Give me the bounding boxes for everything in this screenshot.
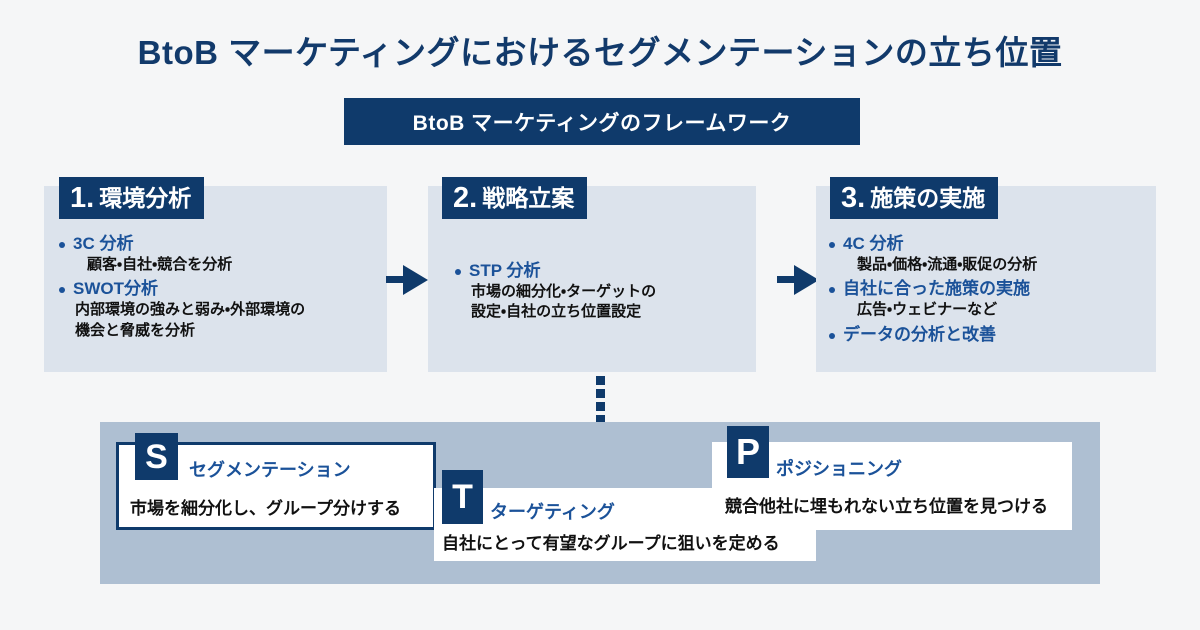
step-card-measure-execution: 3. 施策の実施 4C 分析 製品・価格・流通・販促の分析 自社に合った施策の実… (816, 177, 1156, 372)
step-card-header: 3. 施策の実施 (830, 177, 999, 219)
bullet-item: SWOT分析 内部環境の強みと弱み・外部環境の機会と脅威を分析 (58, 278, 379, 341)
bullet-heading: STP 分析 (454, 260, 748, 282)
step-card-body: STP 分析 市場の細分化・ターゲットの設定・自社の立ち位置設定 (454, 260, 748, 326)
page-title: BtoB マーケティングにおけるセグメンテーションの立ち位置 (137, 34, 1063, 71)
stp-letter-badge: P (727, 426, 769, 478)
step-heading: 施策の実施 (870, 184, 986, 211)
bullet-heading: 自社に合った施策の実施 (828, 278, 1148, 300)
stp-title: ポジショニング (776, 459, 902, 479)
bullet-item: データの分析と改善 (828, 324, 1148, 346)
step-card-strategy-planning: 2. 戦略立案 STP 分析 市場の細分化・ターゲットの設定・自社の立ち位置設定 (428, 177, 756, 372)
bullet-heading: 3C 分析 (58, 233, 379, 255)
bullet-item: STP 分析 市場の細分化・ターゲットの設定・自社の立ち位置設定 (454, 260, 748, 323)
dot (596, 376, 605, 385)
bullet-item: 3C 分析 顧客・自社・競合を分析 (58, 233, 379, 275)
step-card-body: 4C 分析 製品・価格・流通・販促の分析 自社に合った施策の実施 広告・ウェビナ… (828, 233, 1148, 349)
bullet-heading: データの分析と改善 (828, 324, 1148, 346)
bullet-description: 広告・ウェビナーなど (857, 301, 998, 319)
step-card-body: 3C 分析 顧客・自社・競合を分析 SWOT分析 内部環境の強みと弱み・外部環境… (58, 233, 379, 344)
stp-description: 自社にとって有望なグループに狙いを定める (442, 534, 780, 553)
arrow-right-icon (386, 265, 430, 295)
step-heading: 環境分析 (99, 184, 192, 211)
step-card-header: 2. 戦略立案 (442, 177, 588, 219)
bullet-description: 製品・価格・流通・販促の分析 (857, 256, 1038, 274)
step-number: 1. (70, 181, 95, 214)
bullet-item: 4C 分析 製品・価格・流通・販促の分析 (828, 233, 1148, 275)
bullet-item: 自社に合った施策の実施 広告・ウェビナーなど (828, 278, 1148, 320)
stp-description: 市場を細分化し、グループ分けする (130, 499, 401, 518)
framework-banner: BtoB マーケティングのフレームワーク (344, 98, 860, 145)
step-number: 3. (841, 181, 866, 214)
step-heading: 戦略立案 (482, 184, 575, 211)
stp-title: ターゲティング (490, 502, 615, 522)
stp-letter-badge: S (135, 433, 178, 480)
stp-letter-badge: T (442, 470, 483, 524)
bullet-heading: SWOT分析 (58, 278, 379, 300)
dot (596, 402, 605, 411)
bullet-description: 顧客・自社・競合を分析 (87, 256, 233, 274)
dotted-connector-icon (596, 376, 605, 424)
bullet-heading: 4C 分析 (828, 233, 1148, 255)
arrow-right-icon (777, 265, 821, 295)
dot (596, 415, 605, 424)
stp-title: セグメンテーション (189, 460, 351, 480)
bullet-description: 内部環境の強みと弱み・外部環境の機会と脅威を分析 (75, 301, 306, 339)
arrow-tail (777, 276, 797, 283)
step-card-environment-analysis: 1. 環境分析 3C 分析 顧客・自社・競合を分析 SWOT分析 内部環境の強み… (44, 177, 387, 372)
arrow-head (794, 265, 819, 295)
arrow-head (403, 265, 428, 295)
stp-box-targeting: T ターゲティング 自社にとって有望なグループに狙いを定める (434, 470, 816, 561)
stp-box-positioning: P ポジショニング 競合他社に埋もれない立ち位置を見つける (712, 426, 1072, 530)
bullet-description: 市場の細分化・ターゲットの設定・自社の立ち位置設定 (471, 283, 657, 321)
step-card-header: 1. 環境分析 (59, 177, 205, 219)
stp-box-segmentation: S セグメンテーション 市場を細分化し、グループ分けする (116, 433, 436, 530)
step-number: 2. (453, 181, 478, 214)
arrow-tail (386, 276, 406, 283)
stp-description: 競合他社に埋もれない立ち位置を見つける (725, 497, 1048, 516)
dot (596, 389, 605, 398)
